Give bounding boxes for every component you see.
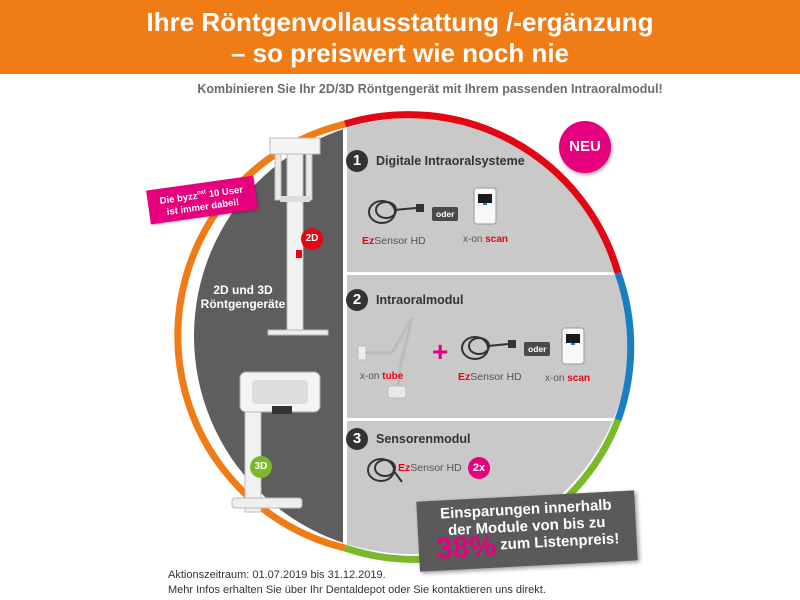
tag-2d: 2D — [301, 228, 323, 250]
savings-box: Einsparungen innerhalb der Module von bi… — [416, 490, 638, 572]
banner-headline-line2: – so preiswert wie noch nie — [230, 38, 570, 68]
section-3-number: 3 — [346, 428, 368, 450]
ezsensor-label-1: EzSensor HD — [362, 235, 426, 247]
section-1-title: Digitale Intraoralsysteme — [376, 154, 525, 168]
section-3-title: Sensorenmodul — [376, 432, 471, 446]
footer-period: Aktionszeitraum: 01.07.2019 bis 31.12.20… — [168, 569, 386, 581]
tag-3d: 3D — [250, 456, 272, 478]
panoramic-device-image — [267, 137, 329, 336]
xon-scan-image-1 — [473, 187, 497, 225]
cbct-device-image — [231, 371, 321, 513]
oder-label-1: oder — [432, 207, 459, 221]
ezsensor-label-3: EzSensor HD — [398, 462, 462, 474]
xon-tube-image — [362, 317, 414, 386]
quantity-2x-badge: 2x — [468, 457, 490, 479]
section-1-number: 1 — [346, 150, 368, 172]
ezsensor-label-2: EzSensor HD — [458, 371, 522, 383]
footer-info: Mehr Infos erhalten Sie über Ihr Dentald… — [168, 584, 546, 596]
xon-scan-image-2 — [561, 327, 585, 365]
plus-icon: + — [432, 336, 449, 367]
section-2-title: Intraoralmodul — [376, 293, 464, 307]
ezsensor-image-1 — [368, 200, 417, 224]
section-2-number: 2 — [346, 289, 368, 311]
ezsensor-image-2 — [461, 336, 509, 360]
xon-tube-label: x-on tube — [360, 371, 404, 382]
new-badge: NEU — [559, 121, 611, 173]
header-banner: Ihre Röntgenvollausstattung /-ergänzung … — [0, 0, 800, 74]
oder-label-2: oder — [524, 342, 551, 356]
subtitle: Kombinieren Sie Ihr 2D/3D Röntgengerät m… — [197, 82, 663, 96]
xon-scan-label-2: x-on scan — [545, 373, 591, 384]
devices-label: 2D und 3D Röntgengeräte — [200, 283, 286, 311]
savings-percent: 38% — [435, 529, 497, 566]
ezsensor-image-3 — [367, 458, 403, 483]
xon-scan-label-1: x-on scan — [463, 234, 509, 245]
banner-headline-line1: Ihre Röntgenvollausstattung /-ergänzung — [146, 7, 654, 37]
